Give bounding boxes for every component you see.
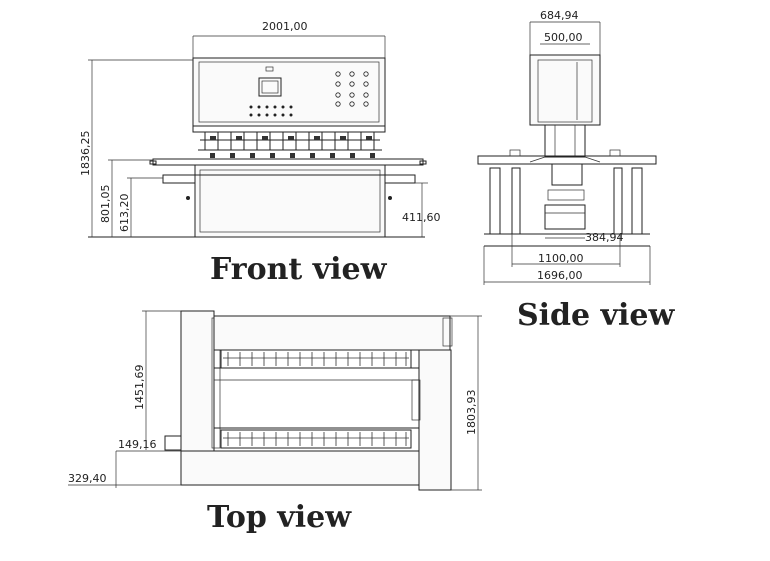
side-view: 684,94 500,00 384,94 11	[477, 9, 675, 333]
side-top-width-dim: 684,94	[540, 9, 579, 22]
top-total-depth-dim: 1803,93	[465, 390, 478, 436]
front-view: 2001,00	[79, 20, 441, 287]
top-view: 1451,69 1803,93 149,16 329,40 Top view	[68, 310, 482, 535]
top-offset-a-dim: 149,16	[118, 438, 157, 451]
top-offset-b-dim: 329,40	[68, 472, 107, 485]
front-frame-height-dim: 613,20	[118, 194, 131, 233]
side-head-width-dim: 500,00	[544, 31, 583, 44]
side-base-inner-dim: 1100,00	[538, 252, 584, 265]
side-base-total-dim: 1696,00	[537, 269, 583, 282]
front-view-title: Front view	[210, 252, 388, 287]
top-depth-dim: 1451,69	[133, 365, 146, 411]
front-foot-offset-dim: 411,60	[402, 211, 441, 224]
top-view-title: Top view	[207, 500, 352, 535]
front-conveyor-height-dim: 801,05	[99, 185, 112, 224]
side-view-title: Side view	[517, 298, 675, 333]
front-width-dim: 2001,00	[262, 20, 308, 33]
front-height-dim: 1836,25	[79, 131, 92, 177]
side-small-dim: 384,94	[585, 231, 624, 244]
